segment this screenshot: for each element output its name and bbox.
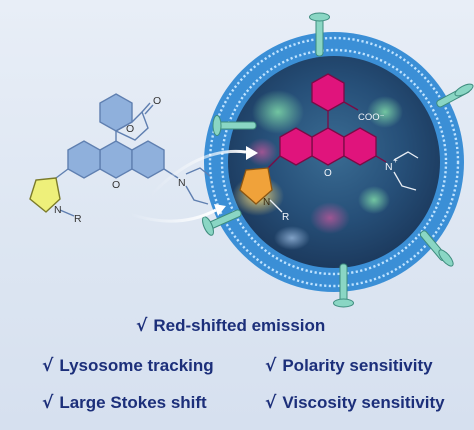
r-bond [59, 209, 75, 217]
r-group-label: R [74, 213, 82, 225]
pyrrole-ring [239, 167, 273, 205]
lactone-ring [114, 110, 149, 141]
feature-red-shifted-emission: √ Red-shifted emission [136, 316, 325, 336]
positive-charge-label: + [393, 156, 398, 165]
carbonyl-bond [144, 104, 154, 115]
carbonyl-oxygen-label: O [153, 95, 161, 107]
arrow-upper-head [246, 146, 258, 160]
r-group-label: R [282, 212, 289, 223]
glow-blob [252, 90, 304, 134]
iminium-n-label: N [385, 161, 393, 173]
arrow-lower [129, 208, 217, 223]
ring-oxygen-label: O [126, 123, 134, 135]
carbonyl-bond [141, 102, 151, 113]
molecule-left-labels: O O O N N R [54, 95, 186, 225]
xanthene-oxygen-label: O [112, 179, 120, 191]
arrow-lower-head [214, 204, 226, 216]
feature-label: Large Stokes shift [59, 393, 207, 412]
glow-blob [310, 202, 350, 234]
xanthene-left-ring [67, 140, 101, 179]
molecule-right-labels: COO⁻ O N + N R [263, 112, 398, 223]
carboxylate-label: COO⁻ [358, 112, 385, 123]
feature-label: Red-shifted emission [153, 316, 326, 335]
xanthene-center-ring [99, 140, 133, 179]
membrane-protein [436, 83, 474, 108]
glow-blob [367, 96, 403, 128]
membrane-lipid-heads-inner [220, 48, 448, 276]
conversion-arrows [129, 146, 258, 223]
feature-label: Viscosity sensitivity [282, 393, 445, 412]
membrane-protein [212, 115, 257, 136]
check-mark-icon: √ [42, 393, 54, 413]
feature-viscosity-sensitivity: √ Viscosity sensitivity [265, 393, 445, 413]
membrane-protein [333, 263, 354, 308]
ethyl-group [185, 167, 211, 177]
amine-n-label: N [178, 177, 186, 189]
amine-bond [163, 168, 179, 179]
feature-label: Polarity sensitivity [282, 356, 433, 375]
check-mark-icon: √ [42, 356, 54, 376]
ethyl-group [185, 185, 209, 205]
glow-blob [358, 186, 390, 214]
xanthene-oxygen-label: O [324, 168, 332, 179]
membrane-lipid-heads [208, 36, 460, 288]
xanthene-right-ring [131, 140, 165, 179]
pyrrole-bond [55, 168, 69, 179]
pyrrole-bond [267, 155, 281, 169]
membrane-protein [309, 12, 330, 57]
molecule-left [29, 93, 211, 217]
glow-blob [246, 138, 278, 166]
feature-large-stokes-shift: √ Large Stokes shift [42, 393, 207, 413]
pyrrole-ring [29, 177, 61, 213]
membrane-proteins [202, 12, 474, 308]
feature-polarity-sensitivity: √ Polarity sensitivity [265, 356, 433, 376]
pyrrole-n-label: N [54, 204, 62, 216]
r-bond [269, 199, 283, 213]
feature-lysosome-tracking: √ Lysosome tracking [42, 356, 214, 376]
arrow-upper [148, 149, 247, 198]
check-mark-icon: √ [265, 356, 277, 376]
membrane-protein [419, 230, 454, 267]
iminium-bond [375, 155, 387, 163]
carboxylate-bond [343, 101, 359, 111]
ethyl-group [393, 171, 417, 191]
pyrrole-n-label: N [263, 197, 270, 208]
check-mark-icon: √ [136, 316, 148, 336]
feature-label: Lysosome tracking [59, 356, 214, 375]
glow-blob [274, 226, 310, 250]
check-mark-icon: √ [265, 393, 277, 413]
ethyl-group [393, 151, 419, 161]
molecule-right [239, 73, 419, 213]
